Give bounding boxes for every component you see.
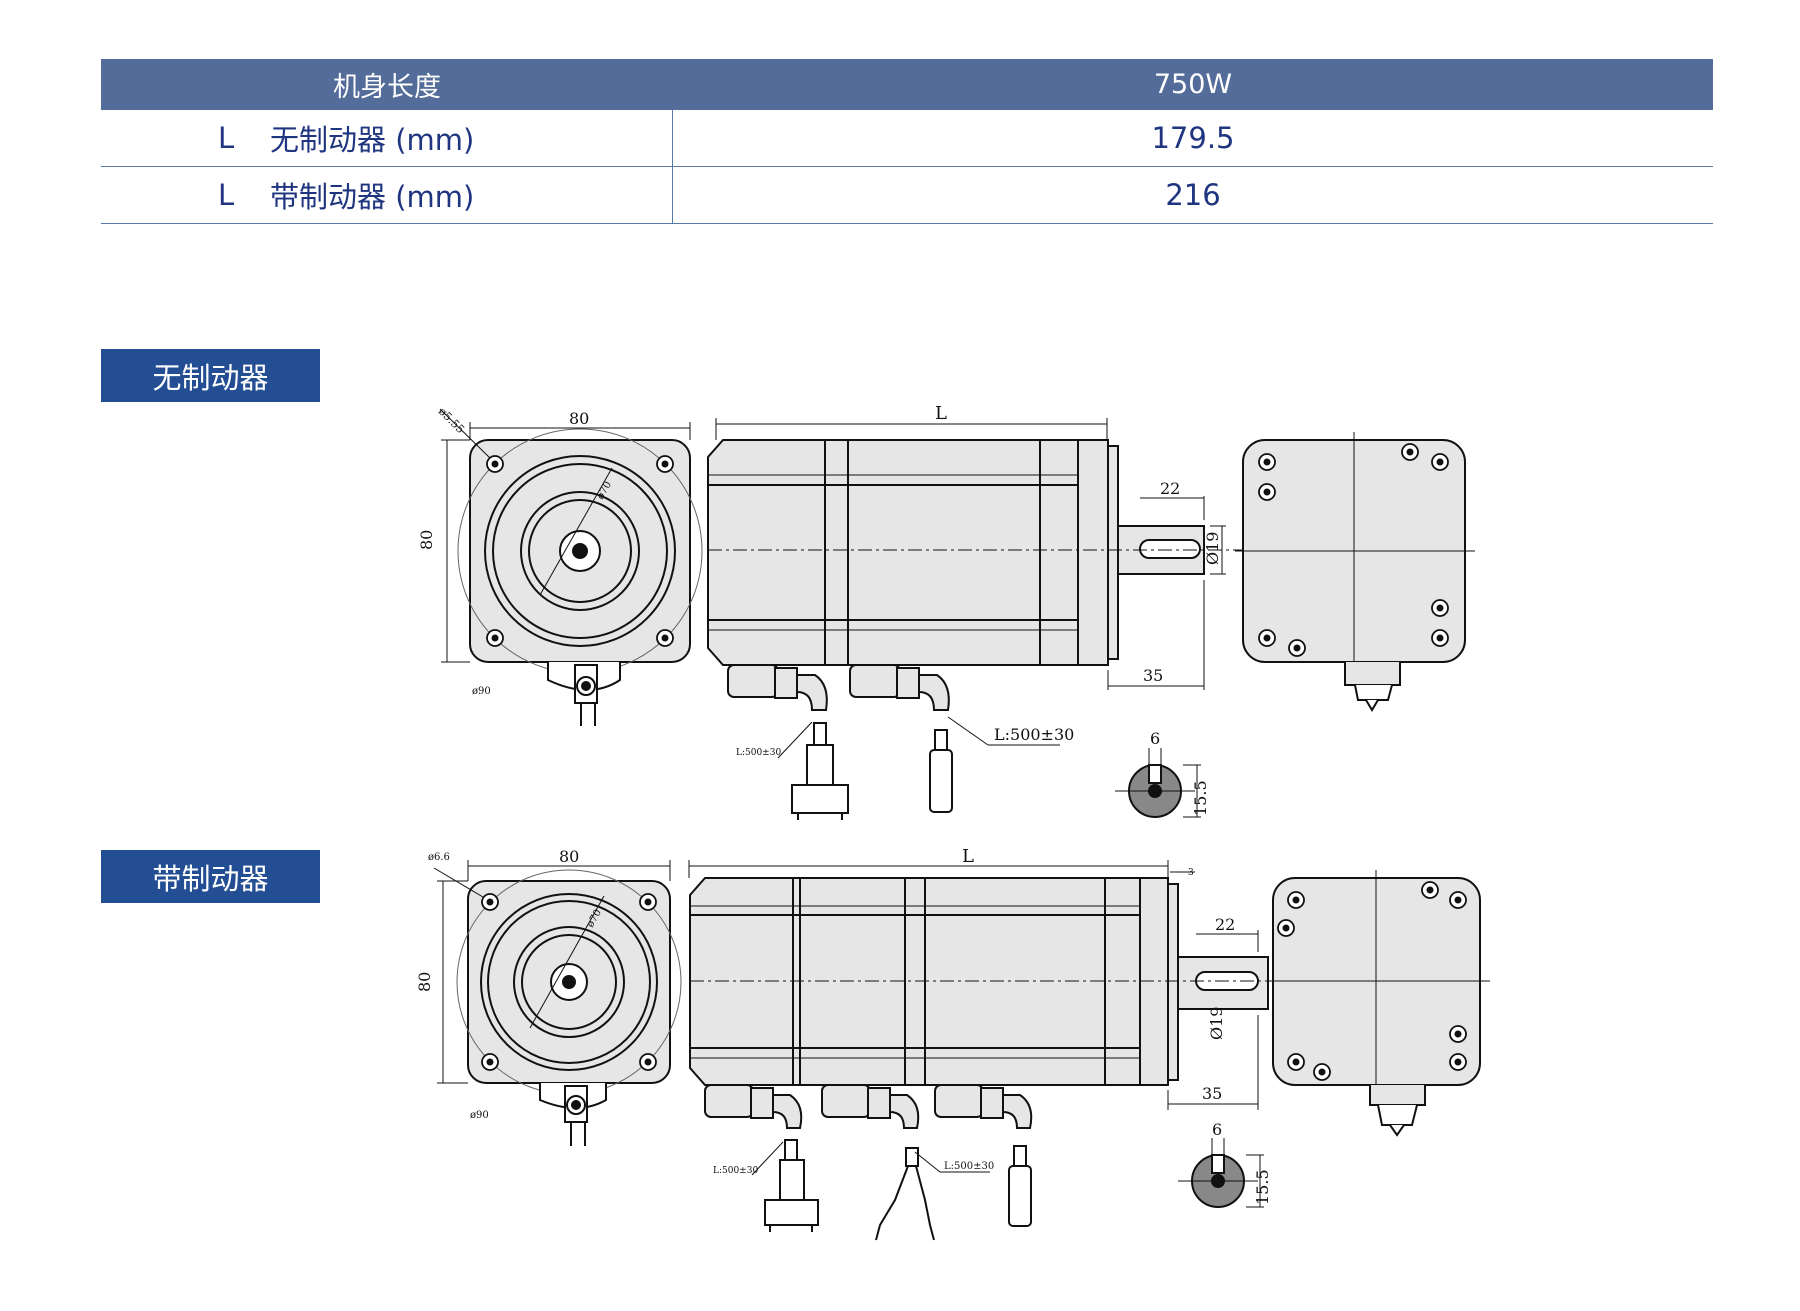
dim-shaft-length: 22: [1160, 479, 1180, 498]
dim-height: 80: [415, 972, 434, 992]
row-prefix: L: [218, 121, 235, 155]
dim-key-height: 15.5: [1191, 780, 1210, 816]
dim-shaft-length: 22: [1215, 915, 1235, 934]
row-label: 无制动器 (mm): [270, 123, 475, 157]
dim-shaft-dia: Ø19: [1203, 532, 1222, 565]
dim-outer: ø90: [472, 686, 491, 697]
table-row: L 带制动器 (mm) 216: [101, 167, 1713, 224]
front-view-brake: 80 80 ø6.6 ø70 ø90: [415, 847, 682, 1146]
table-row: L 无制动器 (mm) 179.5: [101, 110, 1713, 167]
row-prefix: L: [218, 178, 235, 212]
dim-length: L: [962, 846, 974, 867]
side-view-brake: L 3 22 Ø19 35: [688, 846, 1315, 1241]
dim-flange-thickness: 3: [1188, 868, 1194, 878]
row-value: 216: [1165, 178, 1221, 212]
section-label-brake: 带制动器: [101, 850, 320, 903]
row-label: 带制动器 (mm): [270, 180, 475, 214]
table-header: 机身长度 750W: [101, 59, 1713, 110]
dim-flange-offset: 35: [1202, 1084, 1222, 1103]
spec-table: 机身长度 750W L 无制动器 (mm) 179.5 L 带制动器 (mm) …: [101, 59, 1713, 224]
dim-flange-offset: 35: [1143, 666, 1163, 685]
dim-outer: ø90: [470, 1110, 489, 1121]
cable-length-large: L:500±30: [994, 725, 1074, 744]
dim-key-height: 15.5: [1253, 1169, 1272, 1205]
cable-length-mid: L:500±30: [944, 1161, 994, 1172]
dim-width: 80: [569, 409, 589, 428]
cable-length-small: L:500±30: [713, 1166, 758, 1176]
rear-view-no-brake: [1235, 432, 1475, 712]
dim-pcd: ø70: [595, 480, 614, 502]
dim-pcd: ø70: [585, 908, 604, 930]
dim-key-width: 6: [1150, 729, 1160, 748]
section-label-no-brake: 无制动器: [101, 349, 320, 402]
shaft-section-no-brake: 6 15.5: [1115, 729, 1210, 818]
shaft-section-brake: 6 15.5: [1178, 1120, 1272, 1208]
side-view-no-brake: L 22 Ø19 35: [707, 403, 1250, 820]
cable-length-small: L:500±30: [736, 748, 781, 758]
header-body-length: 机身长度: [333, 72, 441, 103]
dim-key-width: 6: [1212, 1120, 1222, 1139]
dim-hole: ø5.55: [436, 405, 467, 436]
rear-view-brake: [1265, 870, 1490, 1137]
dim-height: 80: [417, 530, 436, 550]
front-view-no-brake: 80 80 ø5.55 ø70 ø90: [417, 405, 703, 726]
dim-width: 80: [559, 847, 579, 866]
dim-length: L: [935, 403, 947, 424]
row-value: 179.5: [1151, 121, 1235, 155]
dim-hole: ø6.6: [428, 852, 450, 863]
dim-shaft-dia: Ø19: [1207, 1007, 1226, 1040]
header-power: 750W: [1153, 69, 1233, 100]
